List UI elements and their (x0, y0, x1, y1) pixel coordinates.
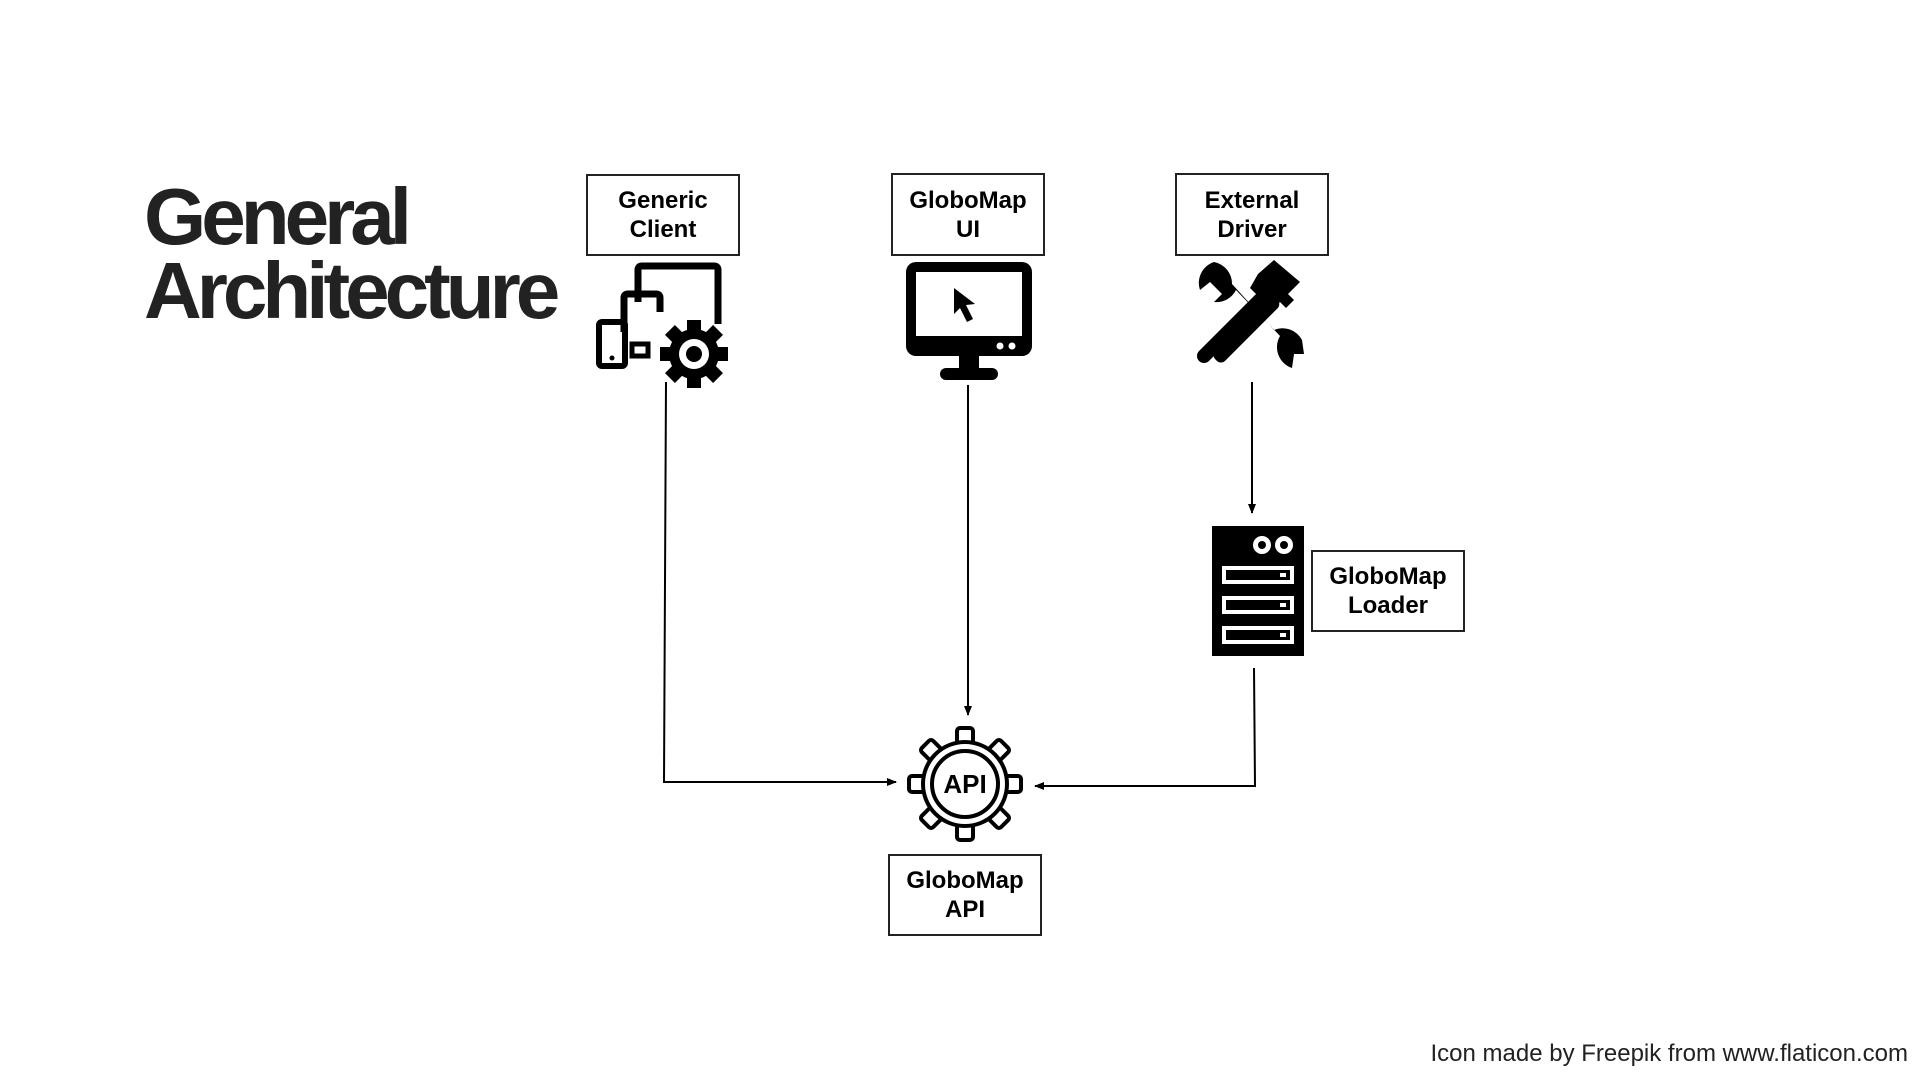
generic-client-label-line-1: Generic (618, 187, 708, 214)
edge-generic-client-to-api (662, 381, 897, 786)
monitor-cursor-icon (906, 262, 1032, 380)
external-driver-label-line-2: Driver (1217, 215, 1287, 243)
generic-client-label-line-2: Client (629, 216, 697, 243)
edge-loader-to-api (1034, 667, 1257, 790)
globomap-api-label-line-1: GloboMap (906, 867, 1024, 894)
api-gear-icon: API (907, 726, 1023, 842)
globomap-loader-label-line-2: Loader (1347, 592, 1428, 619)
icon-credit: Icon made by Freepik from www.flaticon.c… (1430, 1040, 1908, 1067)
globomap-loader-label: GloboMap Loader (1311, 550, 1465, 632)
hammer-wrench-icon (1197, 260, 1304, 368)
devices-gear-icon (596, 262, 728, 388)
external-driver-label-line-1: External (1204, 186, 1300, 214)
globomap-api-label-line-2: API (944, 896, 985, 923)
external-driver-label: External Driver (1175, 173, 1329, 256)
globomap-ui-label-line-1: GloboMap (909, 186, 1027, 214)
title-line-1: General (144, 172, 412, 261)
page-title: General Architecture (144, 172, 560, 335)
globomap-api-label: GloboMap API (888, 854, 1042, 936)
server-rack-icon (1212, 526, 1304, 656)
globomap-ui-label-line-2: UI (956, 215, 980, 243)
globomap-loader-label-line-1: GloboMap (1329, 563, 1447, 590)
title-line-2: Architecture (144, 246, 560, 335)
generic-client-label: Generic Client (586, 174, 740, 256)
api-gear-label: API (943, 769, 986, 799)
globomap-ui-label: GloboMap UI (891, 173, 1045, 256)
